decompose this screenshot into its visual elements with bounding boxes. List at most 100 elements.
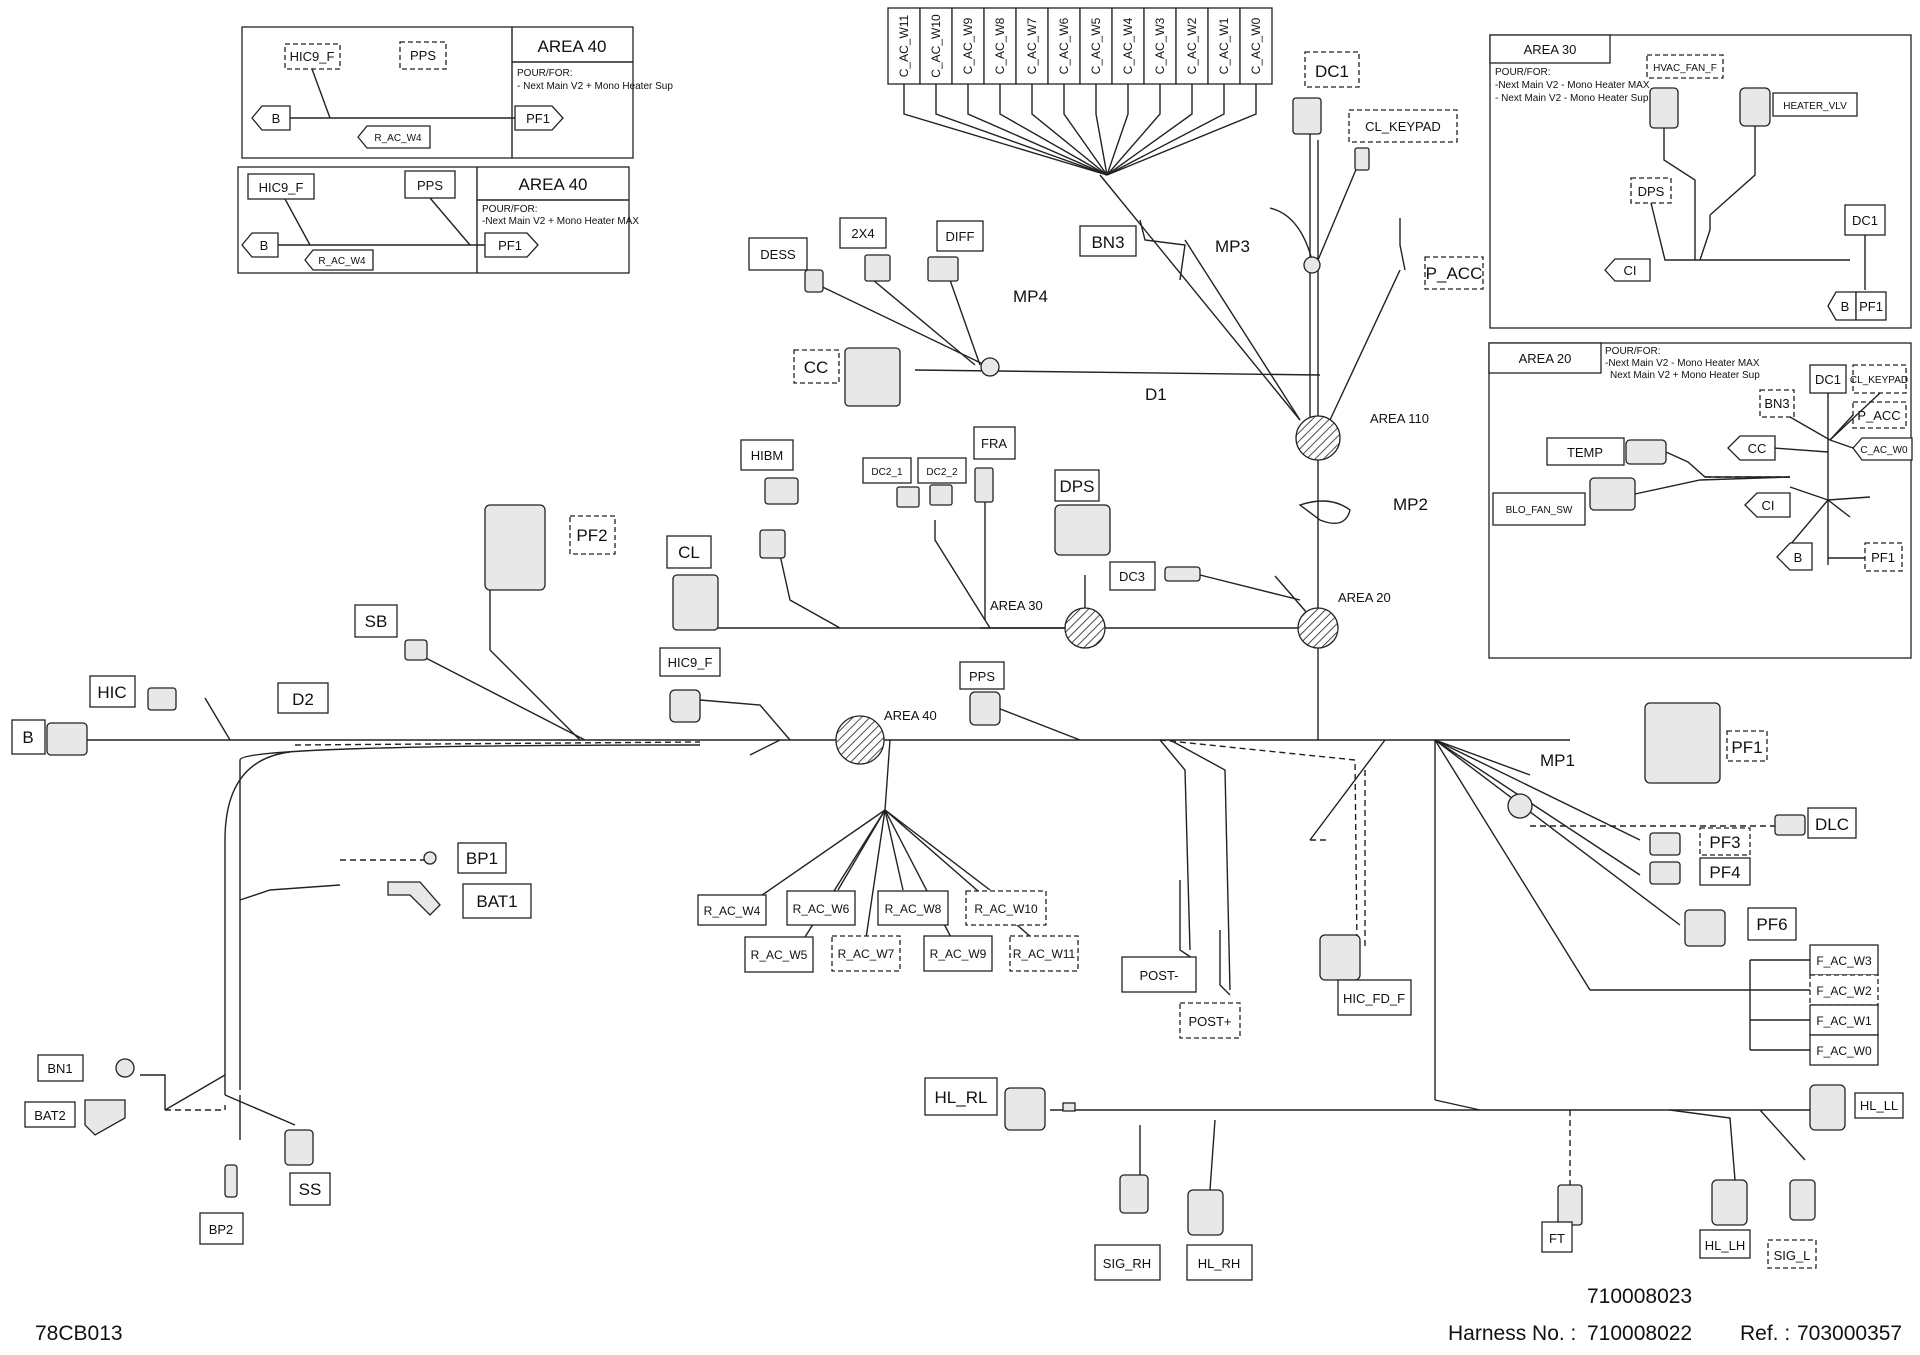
p-acc-terminal-icon [1399, 218, 1406, 271]
dc2-1-connector-icon [896, 486, 920, 508]
inset4-cl-keypad-label: CL_KEYPAD [1850, 375, 1908, 386]
d1-label: D1 [1145, 385, 1167, 404]
hl-rh-label: HL_RH [1198, 1256, 1241, 1271]
pf2-connector-icon [484, 504, 546, 591]
diff-label: DIFF [946, 229, 975, 244]
c-ac-wire [935, 84, 1108, 176]
sig-rh-connector-icon [1119, 1174, 1149, 1214]
hic-label: HIC [97, 683, 126, 702]
pf3-connector-icon [1649, 832, 1681, 856]
inset4-note1: -Next Main V2 - Mono Heater MAX [1605, 358, 1760, 369]
bat2-label: BAT2 [34, 1108, 66, 1123]
pf3-label: PF3 [1709, 833, 1740, 852]
mp3-label: MP3 [1215, 237, 1250, 256]
post-plus-label: POST+ [1189, 1014, 1232, 1029]
sig-lh-label: SIG_L [1774, 1248, 1811, 1263]
inset3-pf1-label: PF1 [1859, 299, 1883, 314]
f-ac-label: F_AC_W0 [1816, 1044, 1872, 1058]
hic9-f-connector-icon [669, 689, 701, 723]
drawing-code: 78CB013 [35, 1322, 123, 1345]
f-ac-label: F_AC_W3 [1816, 954, 1872, 968]
bp1-terminal-icon [423, 851, 437, 865]
dc1-connector-icon [1292, 97, 1322, 135]
b-label: B [22, 728, 33, 747]
inset4-p-acc-label: P_ACC [1857, 408, 1900, 423]
harness-alt-number: 710008023 [1587, 1285, 1693, 1308]
r-ac-label: R_AC_W7 [838, 947, 895, 961]
c-ac-box [983, 7, 1017, 85]
inset2-note: -Next Main V2 + Mono Heater MAX [482, 216, 639, 227]
inset3-area-label: AREA 30 [1524, 42, 1577, 57]
2x4-label: 2X4 [851, 226, 874, 241]
ft-label: FT [1549, 1231, 1565, 1246]
c-ac-box [1207, 7, 1241, 85]
pps-label: PPS [969, 669, 995, 684]
c-ac-box [1047, 7, 1081, 85]
mp3-clip-icon [1303, 256, 1321, 274]
inset1-pf1-label: PF1 [526, 111, 550, 126]
inset4-bn3-label: BN3 [1764, 396, 1789, 411]
inset4-ci-label: CI [1762, 498, 1775, 513]
c-ac-label: C_AC_W9 [961, 17, 975, 74]
r-ac-label: R_AC_W8 [885, 902, 942, 916]
dess-connector-icon [804, 269, 824, 293]
c-ac-label: C_AC_W11 [897, 14, 911, 77]
bp2-terminal-icon [224, 1164, 238, 1198]
inset-area40-sup: AREA 40 POUR/FOR: - Next Main V2 + Mono … [241, 26, 673, 159]
post-minus-terminal-icon [1179, 880, 1196, 961]
sb-connector-icon [404, 639, 428, 661]
area-30-label: AREA 30 [990, 598, 1043, 613]
c-ac-box [1239, 7, 1273, 85]
f-ac-boxes [1809, 944, 1879, 1066]
inset3-dps-label: DPS [1638, 184, 1665, 199]
r-ac-label: R_AC_W6 [793, 902, 850, 916]
r-ac-label: R_AC_W9 [930, 947, 987, 961]
inset4-pf1-label: PF1 [1871, 550, 1895, 565]
inset1-note: - Next Main V2 + Mono Heater Sup [517, 81, 673, 92]
c-ac-wire [1063, 84, 1108, 176]
dps-connector-icon [1054, 504, 1111, 556]
r-ac-label: R_AC_W5 [751, 948, 808, 962]
connector-glyphs [46, 97, 1846, 1236]
cl-label: CL [678, 543, 700, 562]
inset2-pf1-label: PF1 [498, 238, 522, 253]
post-minus-label: POST- [1139, 968, 1178, 983]
cc-label: CC [804, 358, 829, 377]
area-30-spot [1064, 607, 1106, 649]
mp4-label: MP4 [1013, 287, 1048, 306]
bn3-label: BN3 [1091, 233, 1124, 252]
r-ac-label: R_AC_W11 [1013, 947, 1076, 961]
c-ac-wire [1106, 84, 1225, 176]
inset3-note1: -Next Main V2 - Mono Heater MAX [1495, 80, 1650, 91]
c-ac-label: C_AC_W7 [1025, 17, 1039, 74]
inset1-wire-label: R_AC_W4 [374, 133, 422, 144]
inset1-pour: POUR/FOR: [517, 68, 573, 79]
mp2-label: MP2 [1393, 495, 1428, 514]
cl-keypad-connector-icon [1354, 147, 1370, 171]
hl-ll-connector-icon [1809, 1084, 1846, 1131]
hibm-connector-icon [764, 477, 799, 505]
dc2-1-label: DC2_1 [871, 467, 903, 478]
inset3-ci-label: CI [1624, 263, 1637, 278]
cl-keypad-label: CL_KEYPAD [1365, 119, 1441, 134]
sig-lh-connector-icon [1789, 1179, 1816, 1221]
b-connector-icon [46, 722, 88, 756]
c-ac-wire [1106, 84, 1193, 176]
fra-label: FRA [981, 436, 1007, 451]
inset4-pour: POUR/FOR: [1605, 346, 1661, 357]
c-ac-label: C_AC_W5 [1089, 17, 1103, 74]
c-ac-box [919, 7, 953, 85]
c-ac-box [1015, 7, 1049, 85]
hic-fd-f-connector-icon [1319, 934, 1361, 981]
c-ac-wire [1095, 84, 1108, 176]
r-ac-boxes [697, 890, 1079, 973]
dlc-connector-icon [1774, 814, 1806, 836]
inset3-hvac-label: HVAC_FAN_F [1653, 63, 1717, 74]
inset3-b-label: B [1841, 299, 1850, 314]
inset2-pps-label: PPS [417, 178, 443, 193]
dess-label: DESS [760, 247, 796, 262]
dc1-label: DC1 [1315, 62, 1349, 81]
fra-connector-icon [974, 467, 994, 503]
c-ac-label: C_AC_W6 [1057, 17, 1071, 74]
